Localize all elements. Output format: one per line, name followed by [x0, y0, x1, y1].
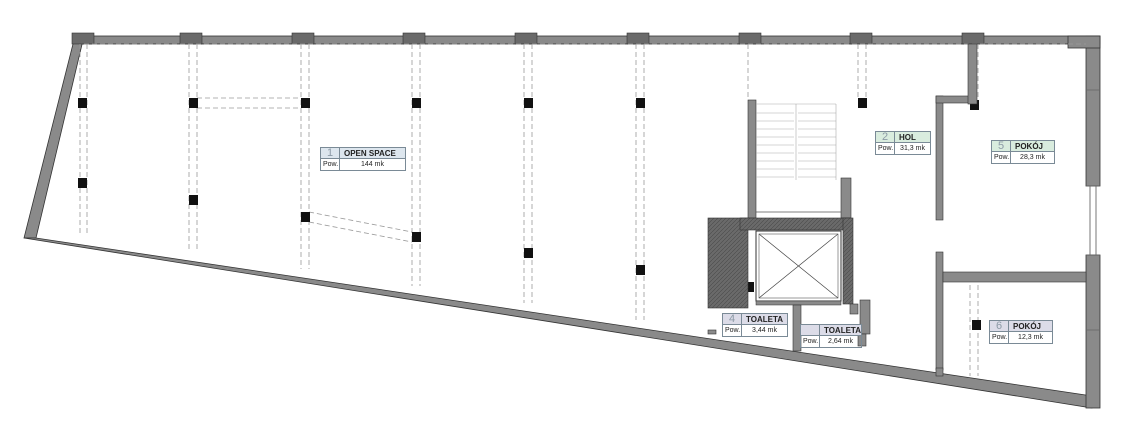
- room-number: 1: [320, 147, 340, 159]
- top-pillars: [71, 32, 985, 45]
- room-name: POKÓJ: [1009, 320, 1053, 332]
- grid-lines: [79, 43, 1086, 376]
- outer-wall: [23, 35, 1101, 409]
- area-label: Pow.: [722, 325, 742, 337]
- room-number: 4: [722, 313, 742, 325]
- room-label-pokoj-5: 5 POKÓJ Pow. 28,3 mk: [991, 140, 1055, 164]
- columns: [78, 98, 981, 330]
- room-number: 6: [989, 320, 1009, 332]
- room-name: TOALETA: [742, 313, 788, 325]
- room-area: 31,3 mk: [895, 143, 931, 155]
- area-label: Pow.: [320, 159, 340, 171]
- room-area: 12,3 mk: [1009, 332, 1053, 344]
- interior-walls: [935, 43, 1087, 377]
- room-area: 3,44 mk: [742, 325, 788, 337]
- area-label: Pow.: [800, 336, 820, 348]
- stairwell: [747, 99, 852, 219]
- room-label-pokoj-6: 6 POKÓJ Pow. 12,3 mk: [989, 320, 1053, 344]
- room-number: 2: [875, 131, 895, 143]
- room-area: 28,3 mk: [1011, 152, 1055, 164]
- right-windows: [1086, 89, 1100, 331]
- room-area: 144 mk: [340, 159, 406, 171]
- room-name: TOALETA: [819, 324, 862, 336]
- room-name: HOL: [895, 131, 931, 143]
- room-name: POKÓJ: [1011, 140, 1055, 152]
- room-label-hol: 2 HOL Pow. 31,3 mk: [875, 131, 931, 155]
- room-area: 2,64 mk: [820, 336, 862, 348]
- room-number: 5: [991, 140, 1011, 152]
- room-number: [800, 324, 820, 336]
- room-label-open-space: 1 OPEN SPACE Pow. 144 mk: [320, 147, 406, 171]
- area-label: Pow.: [989, 332, 1009, 344]
- room-label-toaleta-3: TOALETA Pow. 2,64 mk: [800, 324, 862, 348]
- area-label: Pow.: [875, 143, 895, 155]
- area-label: Pow.: [991, 152, 1011, 164]
- room-name: OPEN SPACE: [340, 147, 406, 159]
- room-label-toaleta-4: 4 TOALETA Pow. 3,44 mk: [722, 313, 788, 337]
- elevator-shaft: [707, 217, 854, 309]
